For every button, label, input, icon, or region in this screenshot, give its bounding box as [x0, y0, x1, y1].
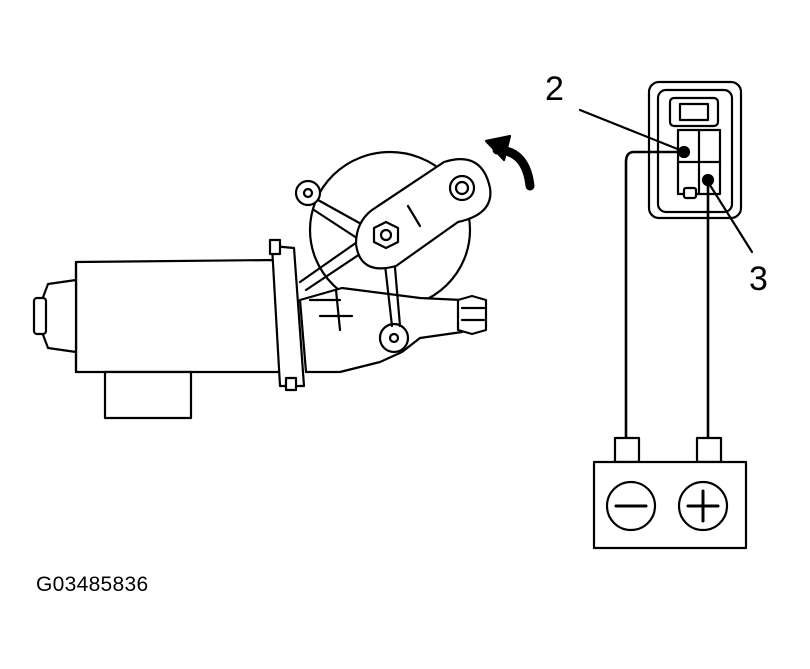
battery-positive-post [695, 436, 723, 464]
motor-connector-block [103, 370, 193, 420]
figure-id: G03485836 [36, 573, 149, 596]
leader-line-3 [706, 180, 754, 254]
rotate-clockwise-arrow [484, 134, 535, 191]
wiper-motor [32, 150, 492, 420]
crank-pivot [448, 174, 476, 202]
mounting-flange [270, 244, 306, 388]
positive-terminal-symbol [677, 480, 729, 532]
leader-line-2 [578, 108, 682, 152]
lower-terminal [378, 322, 410, 354]
side-bolt [456, 294, 488, 336]
negative-terminal-symbol [605, 480, 657, 532]
battery [592, 436, 748, 550]
callout-label-pin-2: 2 [545, 70, 564, 108]
negative-lead [624, 150, 686, 444]
upper-terminal [294, 179, 322, 207]
motor-body [74, 258, 288, 374]
motor-connector [647, 80, 743, 220]
crank-nut [372, 220, 400, 250]
callout-label-pin-3: 3 [749, 260, 768, 298]
battery-negative-post [613, 436, 641, 464]
gearbox-body [298, 286, 464, 374]
